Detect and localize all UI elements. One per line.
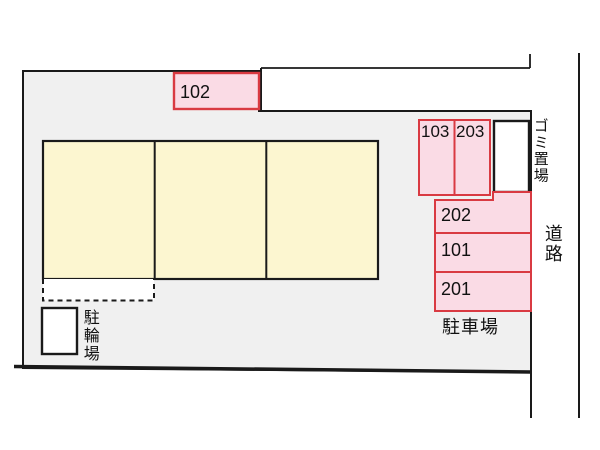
parking-lot-label: 駐車場: [442, 317, 499, 337]
garbage-area-label: ゴミ置場: [531, 118, 549, 184]
road-label: 道路: [542, 224, 563, 264]
bicycle-parking-label: 駐輪場: [80, 309, 98, 363]
parking-space-102-box: [172, 71, 261, 111]
parking-space-203-label: 203: [456, 122, 485, 141]
site-bottom-boundary-line: [13, 364, 532, 374]
parking-space-201-box: [434, 271, 532, 312]
parking-space-203-box: [453, 119, 491, 196]
garbage-area-box: [492, 119, 531, 194]
parking-space-202-label: 202: [441, 205, 472, 225]
parking-space-101-label: 101: [441, 240, 472, 260]
parking-space-103-label: 103: [421, 122, 450, 141]
bicycle-parking-box: [40, 306, 79, 356]
parking-space-102-label: 102: [180, 82, 211, 102]
dashed-area-outline: [42, 279, 155, 302]
parking-space-201-label: 201: [441, 279, 472, 299]
parking-space-103-box: [418, 119, 456, 196]
building-block: [41, 139, 380, 281]
